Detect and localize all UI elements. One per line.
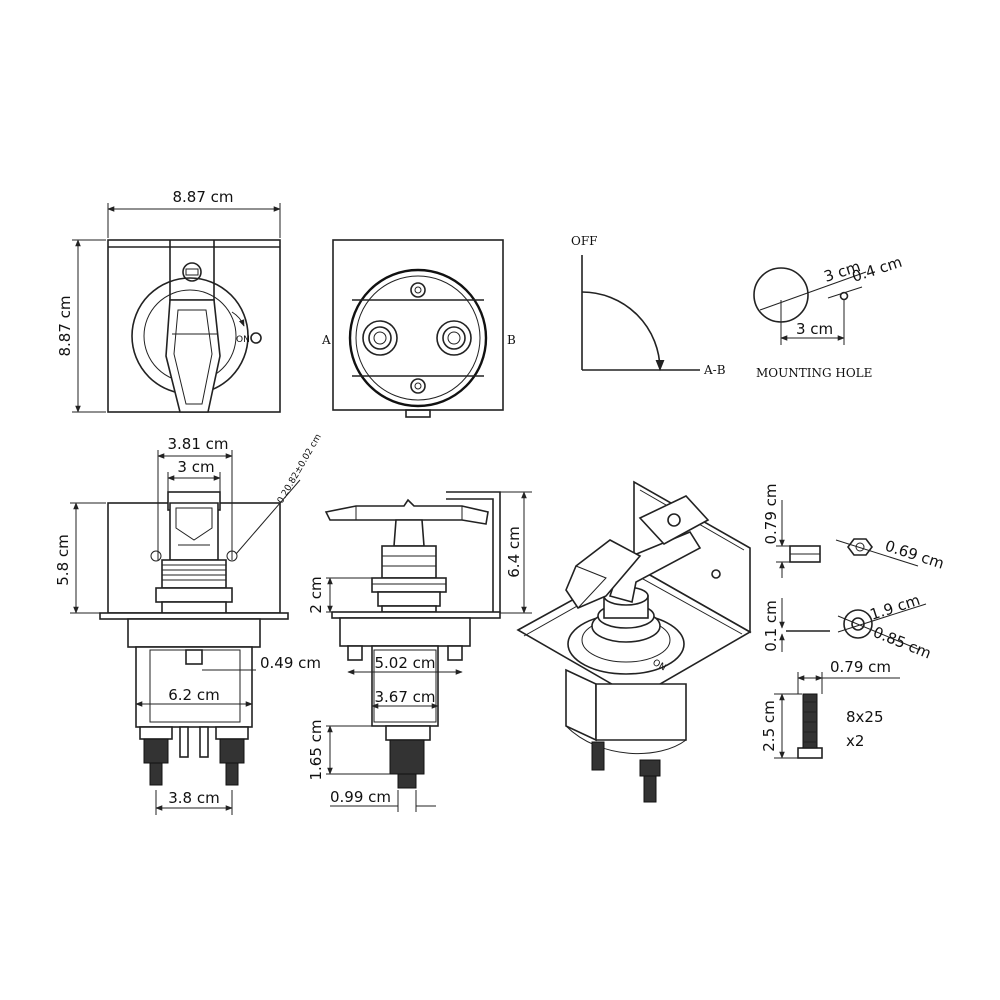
hardware-details: 0.79 cm 0.69 cm 0.1 cm 1.9 cm 0.85 cm 0.… bbox=[760, 483, 947, 759]
side2-inner-width-label: 3.67 cm bbox=[374, 688, 435, 706]
nut-width-label: 0.69 cm bbox=[883, 537, 947, 573]
terminal-b-label: B bbox=[507, 333, 516, 347]
side-view-2: 6.4 cm 2 cm 5.02 cm 3.67 cm 1.65 cm 0.99… bbox=[307, 491, 532, 812]
bolt-head-label: 0.79 cm bbox=[830, 658, 891, 676]
washer-outer-label: 1.9 cm bbox=[868, 591, 923, 624]
side1-inner-width-label: 3 cm bbox=[177, 458, 214, 476]
side2-thread-label: 2 cm bbox=[307, 576, 325, 613]
side1-height-label: 5.8 cm bbox=[54, 534, 72, 585]
mounting-offset-label: 3 cm bbox=[796, 320, 833, 338]
side-view-1: 3.81 cm 3 cm 0.20.82±0.02 cm 5.8 cm 0.49… bbox=[54, 433, 324, 815]
ab-label: A-B bbox=[703, 363, 726, 377]
bolt-spec-label: 8x25 bbox=[846, 708, 884, 726]
side1-tolerance-label: 0.20.82±0.02 cm bbox=[276, 433, 324, 506]
washer-inner-label: 0.85 cm bbox=[871, 623, 934, 663]
front-height-label: 8.87 cm bbox=[56, 295, 74, 356]
side1-gap-label: 0.49 cm bbox=[260, 654, 321, 672]
front-width-label: 8.87 cm bbox=[172, 188, 233, 206]
on-label: ON bbox=[236, 335, 250, 345]
side1-body-width-label: 6.2 cm bbox=[168, 686, 219, 704]
isometric-view: ON bbox=[516, 480, 752, 803]
mounting-hole-diagram: 3 cm 0.4 cm 3 cm MOUNTING HOLE bbox=[753, 253, 905, 380]
front-view: 8.87 cm 8.87 cm ON bbox=[56, 188, 281, 413]
terminal-a-label: A bbox=[321, 333, 331, 347]
side1-overall-width-label: 3.81 cm bbox=[167, 435, 228, 453]
mounting-hole-caption: MOUNTING HOLE bbox=[756, 366, 872, 380]
side2-body-width-label: 5.02 cm bbox=[374, 654, 435, 672]
side1-terminal-spacing-label: 3.8 cm bbox=[168, 789, 219, 807]
washer-thickness-label: 0.1 cm bbox=[762, 600, 780, 651]
switch-position-diagram: OFF A-B bbox=[571, 234, 726, 377]
side2-height-label: 6.4 cm bbox=[505, 526, 523, 577]
bolt-qty-label: x2 bbox=[846, 732, 864, 750]
mounting-small-hole-label: 0.4 cm bbox=[850, 253, 905, 286]
rear-view: A B bbox=[321, 239, 516, 418]
side2-stud-length-label: 1.65 cm bbox=[307, 719, 325, 780]
side2-stud-width-label: 0.99 cm bbox=[330, 788, 391, 806]
bolt-length-label: 2.5 cm bbox=[760, 700, 778, 751]
nut-height-label: 0.79 cm bbox=[762, 483, 780, 544]
off-label: OFF bbox=[571, 234, 598, 248]
